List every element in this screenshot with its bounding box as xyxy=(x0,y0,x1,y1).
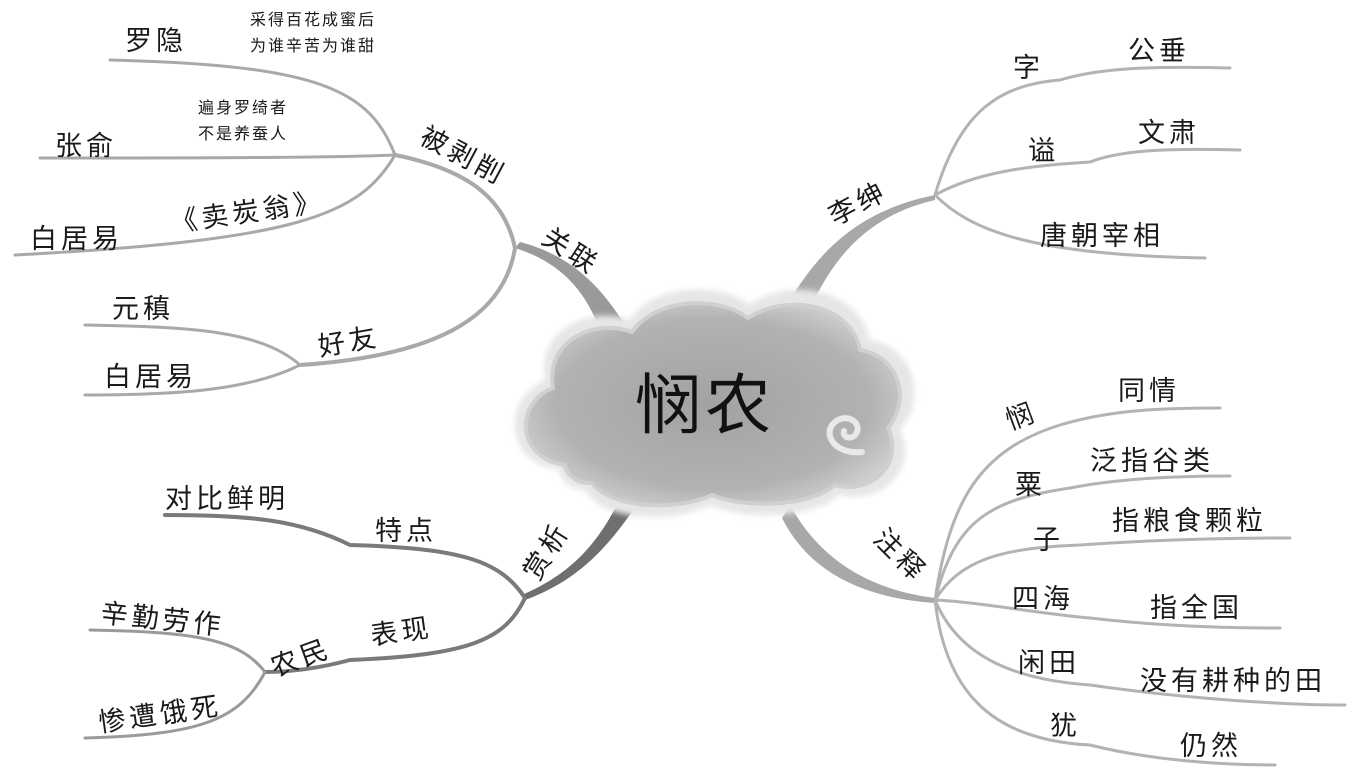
label-biaoxian: 表现 xyxy=(369,613,435,652)
branch-haoyou-to-baijuyi2 xyxy=(83,363,302,397)
label-shi-value: 文肃 xyxy=(1138,118,1200,149)
label-zi-value: 公垂 xyxy=(1128,36,1190,67)
label-su-value: 泛指谷类 xyxy=(1090,446,1214,477)
main-branch-zhushi xyxy=(782,505,935,603)
label-zhushi: 注释 xyxy=(867,523,933,589)
label-yuanzhen: 元稹 xyxy=(112,294,174,325)
main-branch-guanlian xyxy=(515,242,625,330)
branch-nongmin-to-xinqin xyxy=(88,628,267,674)
branch-zhushi-to-su xyxy=(933,474,1232,602)
label-su-key: 粟 xyxy=(1015,470,1046,501)
branch-guanlian-to-beibo xyxy=(393,153,517,250)
label-tedian: 特点 xyxy=(375,516,437,547)
branch-zhushi-to-sihai xyxy=(933,598,1282,630)
label-shi-key: 谥 xyxy=(1028,136,1059,167)
branch-lines xyxy=(13,58,1347,767)
label-xiantian-value: 没有耕种的田 xyxy=(1140,666,1326,697)
label-you-key: 犹 xyxy=(1050,711,1081,742)
branch-zhushi-to-min xyxy=(933,406,1222,602)
branch-lishen-to-shi xyxy=(933,147,1242,197)
label-baijuyi: 白居易 xyxy=(30,224,123,255)
label-baijuyi-friend: 白居易 xyxy=(104,362,197,393)
group-shangxi: 赏析 特点 对比鲜明 表现 农民 辛勤劳作 惨遭饿死 xyxy=(97,484,577,739)
branch-nongmin-to-candao xyxy=(83,670,267,740)
branch-beibo-to-baijuyi xyxy=(13,153,397,257)
label-sihai-key: 四海 xyxy=(1012,584,1074,615)
main-branch-lishen xyxy=(790,195,935,305)
center-title: 悯农 xyxy=(635,367,775,444)
main-branch-shangxi xyxy=(522,495,640,600)
label-beibo: 被剥削 xyxy=(415,121,512,192)
label-xinqin: 辛勤劳作 xyxy=(99,598,226,642)
quote-luoyin-2: 为谁辛苦为谁甜 xyxy=(250,36,376,55)
label-zaixiang: 唐朝宰相 xyxy=(1040,221,1164,252)
label-nongmin: 农民 xyxy=(267,633,336,683)
branch-lishen-to-zi xyxy=(933,65,1232,197)
branch-zhushi-to-zi xyxy=(933,536,1292,602)
label-you-value: 仍然 xyxy=(1180,731,1242,762)
branch-shangxi-to-tedian xyxy=(163,513,527,600)
branch-beibo-to-zhangyu xyxy=(38,153,397,160)
branch-lishen-to-zaixiang xyxy=(933,193,1207,260)
branch-guanlian-to-haoyou xyxy=(298,246,517,367)
label-zi2-key: 子 xyxy=(1033,525,1064,556)
cloud-body xyxy=(523,301,902,508)
label-zhangyu: 张俞 xyxy=(55,131,117,162)
branch-zhushi-to-you xyxy=(933,598,1277,767)
label-luoyin: 罗隐 xyxy=(125,26,187,57)
branch-beibo-to-luoyin xyxy=(108,58,397,157)
label-lishen: 李绅 xyxy=(824,176,893,232)
quote-zhangyu-2: 不是养蚕人 xyxy=(198,124,288,143)
label-min-value: 同情 xyxy=(1118,376,1180,407)
central-cloud: 悯农 xyxy=(514,289,915,517)
cloud-swirl xyxy=(826,415,865,456)
label-sihai-value: 指全国 xyxy=(1150,593,1243,624)
group-zhushi: 注释 悯 同情 粟 泛指谷类 子 指粮食颗粒 四海 指全国 闲田 没有耕种的田 … xyxy=(867,376,1326,762)
label-duibi: 对比鲜明 xyxy=(165,484,289,515)
quote-zhangyu-1: 遍身罗绮者 xyxy=(198,98,288,117)
branch-shangxi-to-biaoxian xyxy=(263,596,527,674)
branch-zhushi-to-xiantian xyxy=(933,598,1347,707)
label-zi-key: 字 xyxy=(1013,53,1044,84)
quote-luoyin-1: 采得百花成蜜后 xyxy=(250,10,376,29)
label-zi2-value: 指粮食颗粒 xyxy=(1112,506,1267,537)
group-guanlian: 关联 被剥削 罗隐 采得百花成蜜后 为谁辛苦为谁甜 张俞 遍身罗绮者 不是养蚕人… xyxy=(30,10,605,393)
label-maitanweng: 《卖炭翁》 xyxy=(169,187,327,239)
branch-haoyou-to-yuanzhen xyxy=(83,323,302,367)
label-min-key: 悯 xyxy=(1002,397,1042,437)
label-xiantian-key: 闲田 xyxy=(1018,648,1080,679)
